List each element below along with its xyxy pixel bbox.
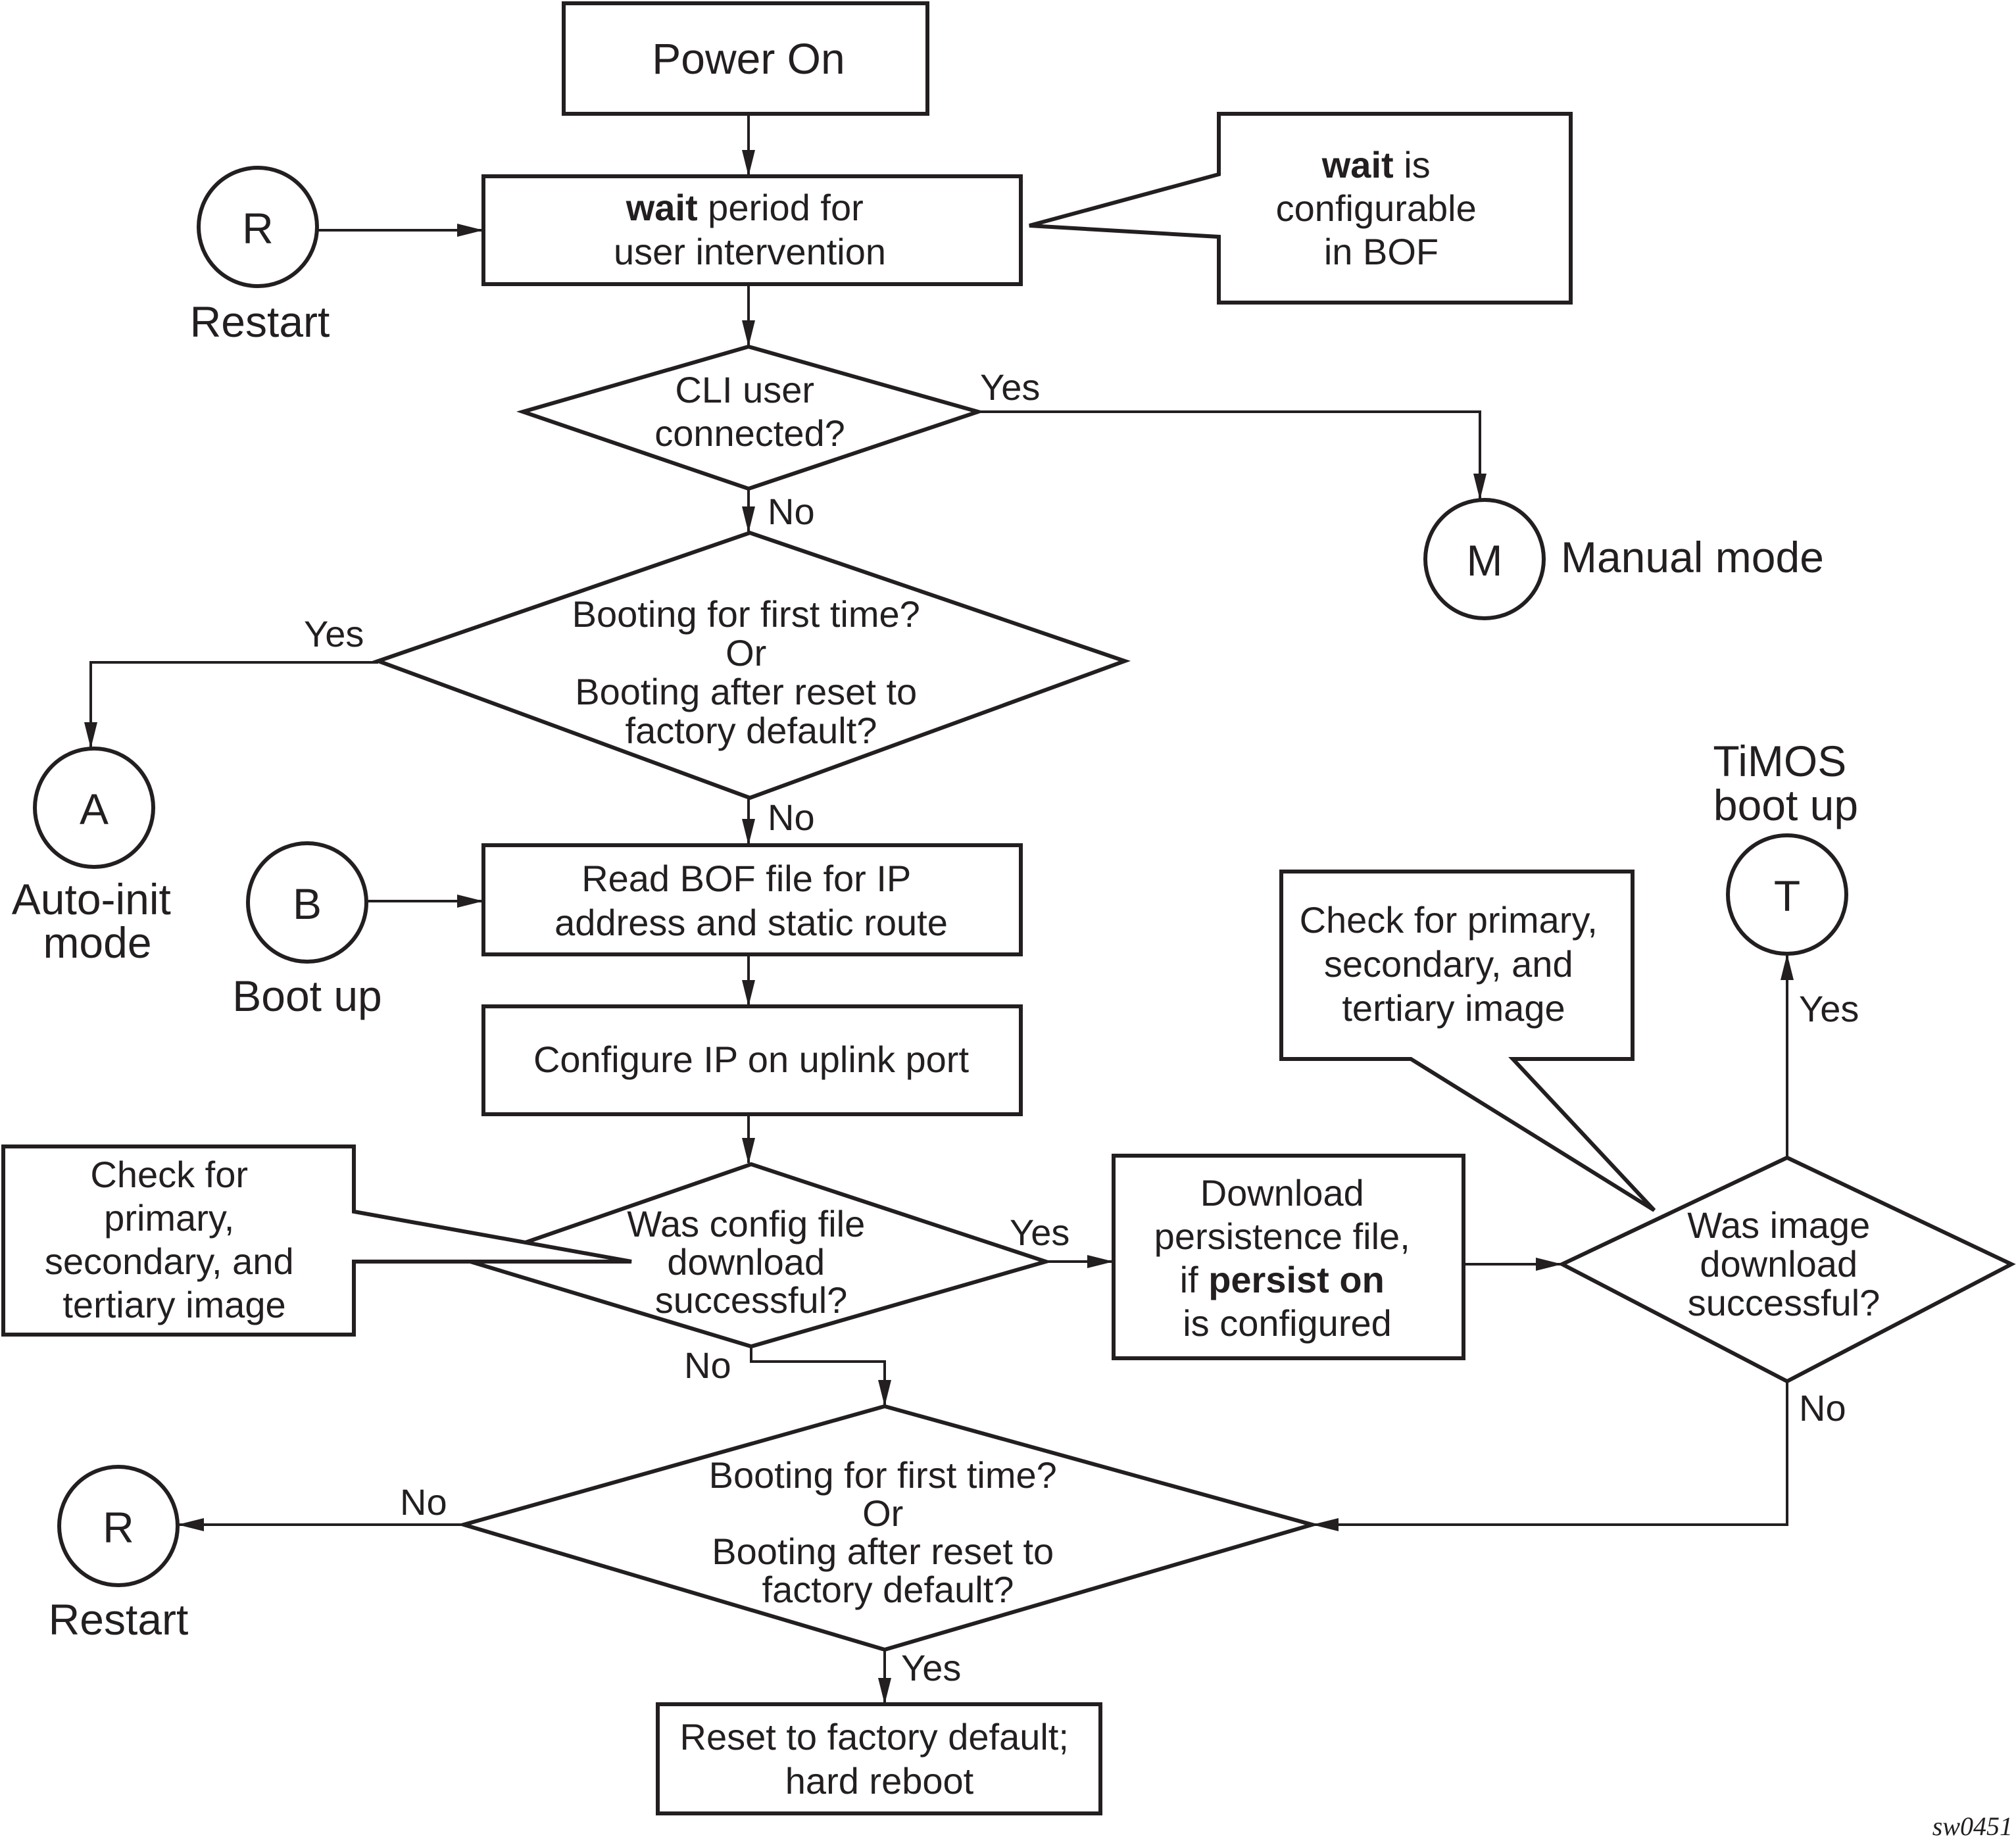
configure-ip-text: Configure IP on uplink port — [533, 1039, 969, 1080]
boot-up-letter: B — [293, 879, 322, 928]
reset-text: Reset to factory default; hard reboot — [680, 1716, 1079, 1802]
config-no-label: No — [684, 1344, 731, 1386]
power-on-box — [562, 1, 929, 116]
first2-no-label: No — [400, 1481, 447, 1523]
image-download-text: Was image download successful? — [1687, 1204, 1881, 1323]
timos-label: TiMOS boot up — [1713, 737, 1858, 829]
restart-bottom-letter: R — [103, 1503, 134, 1552]
config-callout-text: Check for primary, secondary, and tertia… — [45, 1154, 304, 1325]
read-bof-text: Read BOF file for IP address and static … — [554, 858, 948, 943]
config-callout-shape — [1, 1144, 632, 1337]
first-boot-1-text: Booting for first time? Or Booting after… — [572, 593, 931, 751]
figure-id: sw0451 — [1932, 1811, 2013, 1841]
manual-label: Manual mode — [1561, 533, 1824, 581]
boot-up-label: Boot up — [232, 972, 382, 1020]
configure-ip-box — [481, 1004, 1023, 1116]
restart-top-connector — [197, 166, 319, 288]
image-callout-shape — [1279, 870, 1656, 1212]
restart-bottom-label: Restart — [49, 1595, 189, 1644]
image-callout-text: Check for primary, secondary, and tertia… — [1300, 899, 1608, 1029]
node-labels: Power On wait period for user interventi… — [45, 34, 1881, 1802]
power-on-text: Power On — [652, 34, 845, 83]
cli-no-label: No — [768, 491, 815, 532]
cli-user-text: CLI user connected? — [654, 369, 845, 454]
connector-labels: R Restart M Manual mode A Auto-init mode… — [12, 204, 1858, 1644]
auto-init-connector — [33, 747, 155, 869]
auto-init-letter: A — [80, 785, 109, 833]
flow-lines — [84, 114, 1794, 1704]
wait-callout-shape — [1029, 112, 1573, 305]
cli-yes-label: Yes — [980, 366, 1040, 408]
restart-top-letter: R — [242, 204, 274, 253]
manual-letter: M — [1467, 536, 1503, 585]
restart-top-label: Restart — [190, 297, 330, 346]
timos-letter: T — [1774, 872, 1800, 920]
first1-yes-label: Yes — [304, 613, 364, 654]
config-download-text: Was config file download successful? — [627, 1203, 875, 1321]
config-yes-label: Yes — [1010, 1212, 1069, 1253]
auto-init-label: Auto-init mode — [12, 875, 183, 967]
edge-labels: Yes No Yes No Yes No Yes No No Yes — [304, 366, 1859, 1688]
reset-box — [656, 1702, 1102, 1815]
first2-yes-label: Yes — [901, 1647, 961, 1688]
wait-callout-text: wait is configurable in BOF — [1276, 144, 1487, 272]
read-bof-box — [481, 843, 1023, 956]
image-no-label: No — [1799, 1387, 1846, 1429]
wait-text: wait period for user intervention — [614, 187, 886, 272]
manual-connector — [1423, 498, 1546, 620]
first1-no-label: No — [768, 797, 815, 838]
persistence-box — [1112, 1154, 1465, 1360]
wait-box — [481, 174, 1023, 286]
first-boot-2-text: Booting for first time? Or Booting after… — [709, 1454, 1068, 1610]
image-yes-label: Yes — [1799, 988, 1859, 1029]
persistence-text: Download persistence file, if persist on… — [1154, 1172, 1421, 1344]
